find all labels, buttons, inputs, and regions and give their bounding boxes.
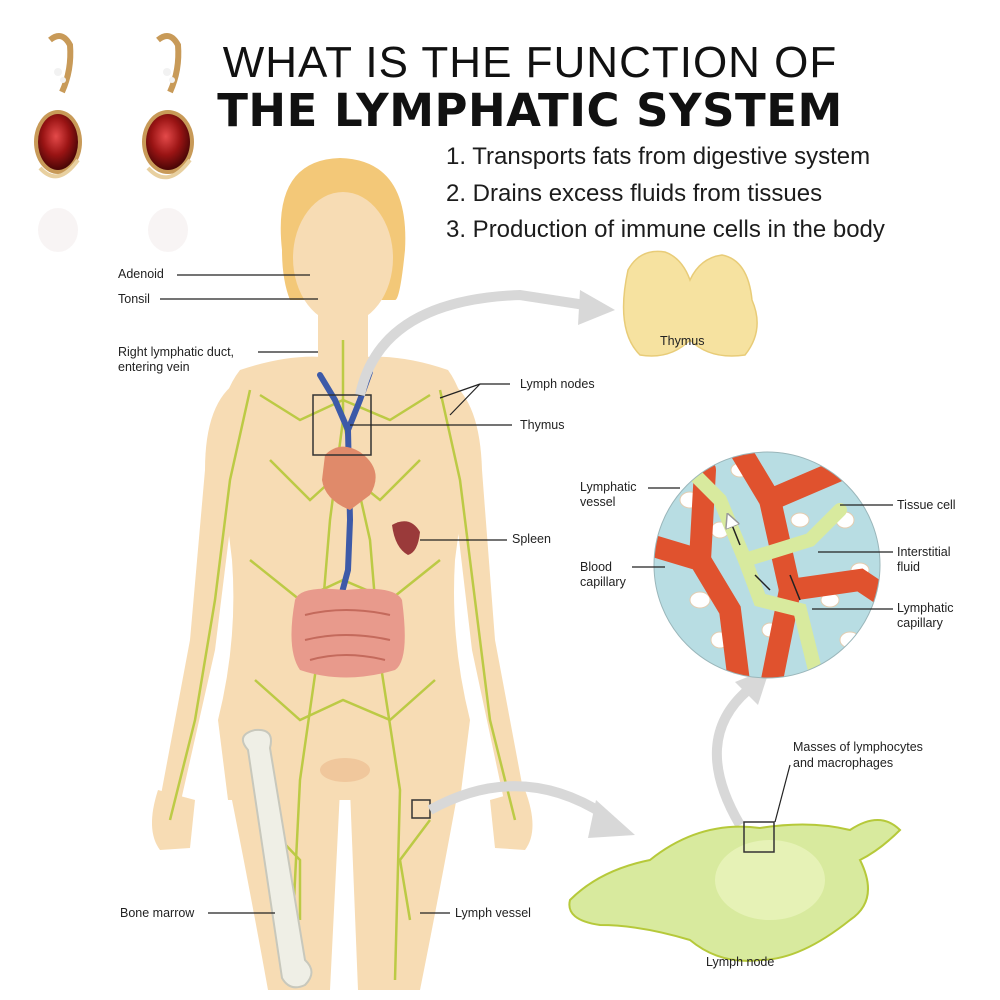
spleen [392,521,420,555]
lymph-node-box [743,821,775,853]
tissue-circle [653,451,881,679]
function-item-2: 2. Drains excess fluids from tissues [446,180,823,207]
earring-right [142,33,194,252]
earring-left [34,33,82,252]
heart [322,446,376,510]
title-line-2: THE LYMPHATIC SYSTEM [217,84,843,137]
intestines [291,588,405,678]
label-lymph-vessel: Lymph vessel [455,906,531,920]
label-lymphatic-capillary-2: capillary [897,616,943,630]
label-interstitial-fluid-1: Interstitial [897,545,951,559]
title-line-1: WHAT IS THE FUNCTION OF [222,38,838,87]
label-spleen: Spleen [512,532,551,546]
label-bone-marrow: Bone marrow [120,906,195,920]
label-blood-capillary-1: Blood [580,560,612,574]
lymph-node [568,819,902,962]
label-interstitial-fluid-2: fluid [897,560,920,574]
label-tonsil: Tonsil [118,292,150,306]
function-item-1: 1. Transports fats from digestive system [446,143,871,170]
label-right-duct-2: entering vein [118,360,190,374]
label-blood-capillary-2: capillary [580,575,626,589]
arrow-node-to-circle [711,668,770,828]
label-lymphatic-vessel-1: Lymphatic [580,480,637,494]
label-thymus: Thymus [520,418,565,432]
arrow-body-to-thymus [355,289,615,397]
label-lymph-nodes: Lymph nodes [520,377,595,391]
leader-lines [160,274,893,914]
label-tissue-cell: Tissue cell [897,498,956,512]
label-right-duct-1: Right lymphatic duct, [118,345,235,359]
label-lymphatic-capillary-1: Lymphatic [897,601,954,615]
label-thymus-inset: Thymus [660,334,705,348]
label-masses-2: and macrophages [793,756,894,770]
label-masses-1: Masses of lymphocytes [793,740,923,754]
label-adenoid: Adenoid [118,267,164,281]
human-body [151,158,533,990]
label-lymph-node: Lymph node [706,955,775,969]
function-item-3: 3. Production of immune cells in the bod… [446,216,885,243]
arrow-body-to-node [427,781,635,838]
bone-marrow-bone [241,728,313,989]
thymus-inset [622,250,758,357]
label-lymphatic-vessel-2: vessel [580,495,616,509]
